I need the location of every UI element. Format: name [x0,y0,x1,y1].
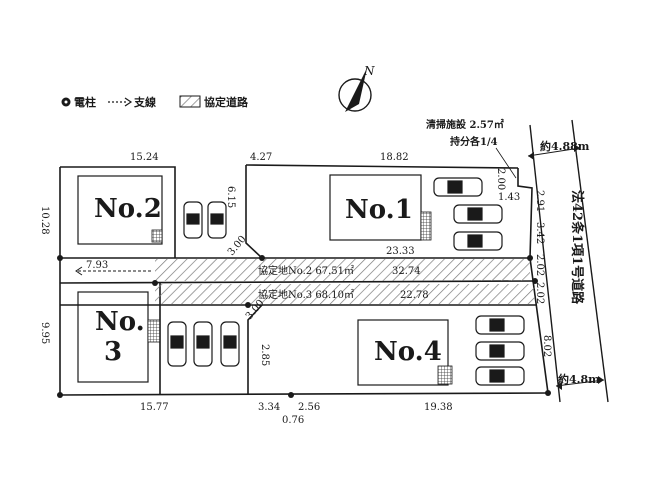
entrance-no2-icon [151,229,163,243]
car-icon [167,321,187,367]
pole-icon [57,392,63,398]
dim-corner-1: 3.00 [226,234,249,258]
dim-bottom-right: 19.38 [424,402,453,413]
cleaning-facility-area: 清掃施設 2.57㎡ [426,118,504,131]
entrance-no3-icon [147,319,161,343]
dim-bottom-b: 2.56 [298,402,320,413]
dim-road2-len: 32.74 [392,266,421,277]
dim-bottom-a: 3.34 [258,402,280,413]
car-icon [475,366,525,386]
compass-north-label: N [363,64,375,78]
entrance-no1-icon [420,211,432,241]
dim-right-3: 2.91 [534,190,545,212]
public-road-label: 法42条1項1号道路 [569,190,585,305]
pole-icon [259,255,265,261]
car-icon [193,321,213,367]
dim-right-6: 2.02 [534,282,545,304]
dim-right-1: 2.00 [495,168,506,190]
agreement-road-2 [155,259,530,281]
dim-top-mid: 4.27 [250,152,272,163]
pole-icon [532,278,538,284]
dim-no1-bottom: 23.33 [386,246,415,257]
poles [57,255,551,398]
car-icon [220,321,240,367]
lot-no1-label: No.1 [345,195,413,225]
guy-wire-icon [108,97,133,107]
car-icon [433,177,483,197]
pole-icon [57,255,63,261]
dim-bottom-left: 15.77 [140,402,169,413]
north-arrow-icon [345,68,367,112]
lot-no3-label-line2: 3 [104,337,122,367]
agreement-road-3 [155,284,535,304]
dim-right-5: 2.02 [534,254,545,276]
dimensions: 15.24 4.27 18.82 10.28 9.95 7.93 6.15 3.… [39,152,552,426]
dim-right-4: 3.42 [534,222,545,244]
pole-icon [288,392,294,398]
legend-private-road-label: 協定道路 [204,95,249,109]
dim-top-left: 15.24 [130,152,159,163]
dim-bottom-c: 0.76 [282,415,304,426]
agreement-road-2-label: 協定地No.2 67.51㎡ [258,264,354,277]
car-icon [453,231,503,251]
compass-ring-icon [338,78,372,112]
dim-no4-left: 2.85 [259,344,270,366]
parking-cars [167,177,525,386]
lot-no3-label-line1: No. [95,307,145,337]
pole-icon [527,255,533,261]
road-width-top: 約4.88m [540,139,590,153]
car-icon [207,201,227,239]
dim-top-right: 18.82 [380,152,409,163]
site-boundaries [59,164,549,396]
dim-road3-len: 22.78 [400,290,429,301]
pole-icon [152,280,158,286]
pole-icon [545,390,551,396]
cleaning-facility-share: 持分各1/4 [450,135,498,148]
legend: 電柱 支線 協定道路 [61,95,249,109]
agreement-road-3-label: 協定地No.3 68.10㎡ [258,288,354,301]
dim-right-2: 1.43 [498,192,520,203]
dim-left-lower: 9.95 [39,322,50,344]
dim-right-7: 8.02 [541,335,552,357]
road-width-bottom: 約4.8m [558,372,600,386]
car-icon [475,315,525,335]
dim-left-upper: 10.28 [39,206,50,235]
dim-no2-drive: 6.15 [225,186,236,208]
hatch-swatch-icon [179,95,201,108]
pole-icon [245,302,251,308]
car-icon [453,204,503,224]
entrance-no4-icon [437,365,453,385]
dim-mid-left: 7.93 [86,260,108,271]
car-icon [183,201,203,239]
public-road [527,119,609,403]
compass: N [338,64,375,112]
legend-pole-label: 電柱 [74,95,96,109]
lot-no2-label: No.2 [94,194,162,224]
car-icon [475,341,525,361]
lot-no4-label: No.4 [374,337,442,367]
legend-guy-wire-label: 支線 [133,95,156,109]
